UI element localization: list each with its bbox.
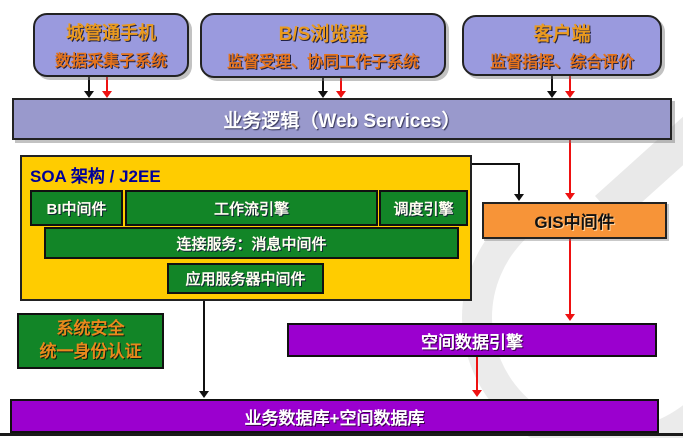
gis-middleware-box: GIS中间件 — [482, 202, 667, 239]
box-bi-middleware: BI中间件 — [30, 190, 123, 226]
business-logic-label: 业务逻辑（Web Services） — [223, 110, 461, 132]
security-line1: 系统安全 — [56, 319, 125, 339]
box-workflow-engine: 工作流引擎 — [125, 190, 378, 226]
box-client-subtitle: 监督指挥、综合评价 — [489, 54, 634, 71]
box-browser-subtitle: 监督受理、协同工作子系统 — [226, 54, 419, 71]
gis-middleware-label: GIS中间件 — [534, 213, 615, 232]
arrow-mobile-black — [88, 74, 90, 92]
arrowhead-gis-spatial-red — [565, 314, 575, 321]
bi-middleware-label: BI中间件 — [46, 200, 107, 218]
soa-title: SOA 架构 / J2EE — [30, 167, 161, 186]
arrowhead-soa-gis — [514, 194, 524, 201]
workflow-engine-label: 工作流引擎 — [213, 200, 289, 218]
box-connection-service: 连接服务：消息中间件 — [44, 227, 459, 259]
business-logic-bar: 业务逻辑（Web Services） — [12, 98, 672, 140]
arrow-browser-red — [340, 75, 342, 92]
arrowhead-browser-red — [336, 91, 346, 98]
database-bar-label: 业务数据库+空间数据库 — [244, 408, 425, 428]
box-schedule-engine: 调度引擎 — [379, 190, 468, 226]
arrow-gis-spatial-red — [569, 237, 571, 315]
box-app-server-middleware: 应用服务器中间件 — [167, 263, 324, 294]
arrowhead-browser-black — [318, 91, 328, 98]
soa-container: SOA 架构 / J2EE BI中间件 工作流引擎 调度引擎 连接服务：消息中间… — [20, 155, 472, 301]
schedule-engine-label: 调度引擎 — [393, 200, 454, 218]
security-box: 系统安全 统一身份认证 — [17, 313, 164, 369]
app-server-label: 应用服务器中间件 — [185, 271, 306, 288]
box-browser-title: B/S浏览器 — [278, 24, 368, 45]
arrow-mobile-red — [106, 74, 108, 92]
arrowhead-mobile-black — [84, 91, 94, 98]
connection-service-label: 连接服务：消息中间件 — [176, 235, 327, 253]
arrow-soa-gis-vertical — [518, 163, 520, 195]
box-mobile-subtitle: 数据采集子系统 — [54, 53, 167, 70]
box-client-subsystem: 客户端 监督指挥、综合评价 — [462, 15, 662, 76]
box-browser-subsystem: B/S浏览器 监督受理、协同工作子系统 — [200, 13, 446, 78]
arrow-bar-gis-red — [569, 138, 571, 194]
arrow-spatial-database-red — [476, 355, 478, 391]
arrowhead-mobile-red — [102, 91, 112, 98]
arrow-client-red — [569, 73, 571, 92]
arrow-browser-black — [322, 75, 324, 92]
box-mobile-title: 城管通手机 — [66, 23, 156, 43]
box-mobile-subsystem: 城管通手机 数据采集子系统 — [33, 13, 189, 77]
arrow-soa-database-black — [203, 290, 205, 392]
arrowhead-spatial-database-red — [472, 390, 482, 397]
arrowhead-client-black — [547, 91, 557, 98]
arrowhead-client-red — [565, 91, 575, 98]
spatial-engine-bar: 空间数据引擎 — [287, 323, 657, 357]
arrow-client-black — [551, 73, 553, 92]
bottom-divider-line — [0, 433, 683, 436]
arrowhead-soa-database-black — [199, 391, 209, 398]
box-client-title: 客户端 — [533, 24, 591, 45]
arrowhead-bar-gis-red — [565, 193, 575, 200]
security-line2: 统一身份认证 — [39, 342, 142, 361]
arrow-soa-gis-horizontal — [470, 163, 520, 165]
spatial-engine-label: 空间数据引擎 — [421, 332, 523, 352]
database-bar: 业务数据库+空间数据库 — [10, 399, 659, 433]
